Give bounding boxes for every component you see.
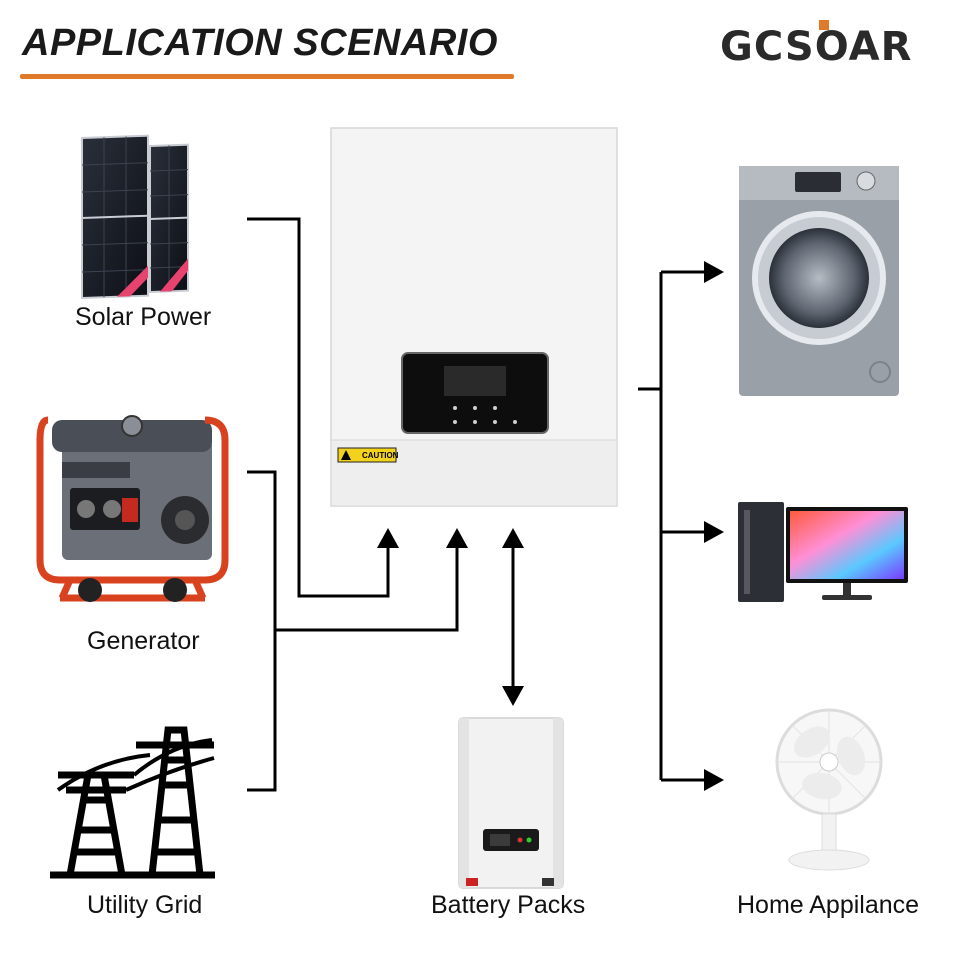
solar-input-arrowhead [377,528,399,548]
generator-label: Generator [87,627,200,655]
title-underline [20,74,514,79]
solar-power-label: Solar Power [75,303,212,331]
utility-grid-label: Utility Grid [87,891,203,919]
load-connector-line [638,270,708,782]
load-arrowhead-2 [704,521,724,543]
inverter-icon [330,127,618,507]
fan-icon [775,708,883,871]
solar-connector-line [247,217,390,598]
power-tower-icon [50,726,215,879]
desktop-computer-icon [738,502,908,602]
battery-down-arrowhead [502,686,524,706]
brand-logo-mark [819,20,829,30]
home-appliance-label: Home Appilance [737,891,920,919]
battery-packs-label: Battery Packs [431,891,586,919]
generator-icon [36,415,229,602]
generator-grid-connector-line [247,470,459,792]
battery-pack-icon [458,717,564,889]
brand-logo: GCSOAR [720,24,913,70]
battery-up-arrowhead [502,528,524,548]
washing-machine-icon [739,166,899,396]
load-arrowhead-3 [704,769,724,791]
caution-label: CAUTION [362,451,399,460]
solar-panel-icon [81,134,189,300]
load-arrowhead-1 [704,261,724,283]
page-title: APPLICATION SCENARIO [22,22,498,64]
grid-input-arrowhead [446,528,468,548]
